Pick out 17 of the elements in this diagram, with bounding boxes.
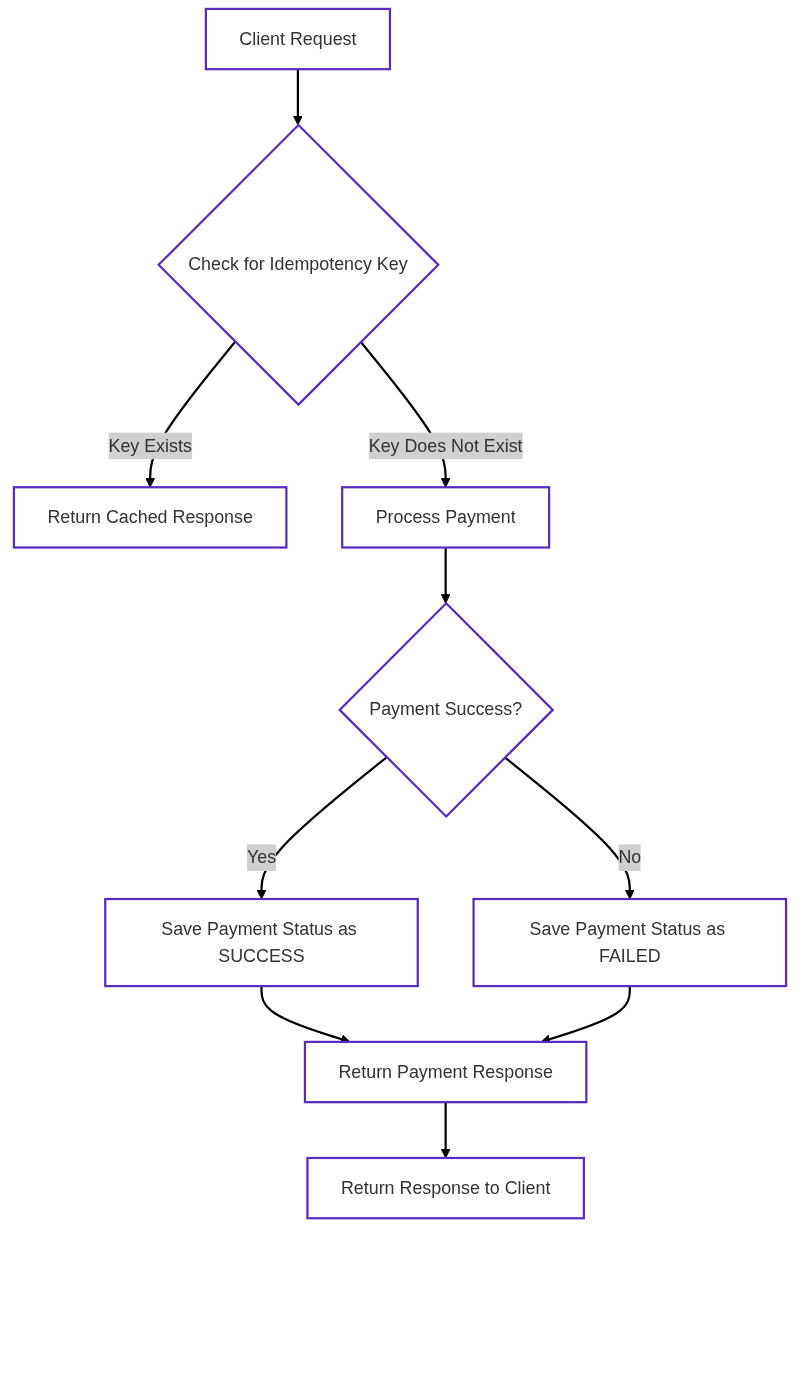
edge-label: Key Does Not Exist — [368, 435, 523, 455]
node-box: Save Payment Status as SUCCESS — [104, 897, 419, 988]
arrow — [504, 756, 635, 900]
arrow — [256, 756, 388, 900]
node-box: Client Request — [204, 7, 392, 71]
node-box: Return Response to Client — [306, 1156, 585, 1220]
node-diamond: Payment Success? — [338, 601, 555, 818]
arrow — [440, 547, 451, 604]
node-box: Process Payment — [341, 486, 551, 549]
edge-label: No — [618, 847, 642, 867]
node-box: Return Payment Response — [303, 1040, 588, 1104]
node-diamond: Check for Idempotency Key — [157, 123, 440, 407]
node-box: Return Cached Response — [12, 486, 288, 549]
edge-label: Yes — [246, 847, 277, 867]
node-box: Save Payment Status as FAILED — [472, 897, 788, 988]
arrow — [293, 69, 303, 126]
edge-label: Key Exists — [108, 435, 192, 455]
